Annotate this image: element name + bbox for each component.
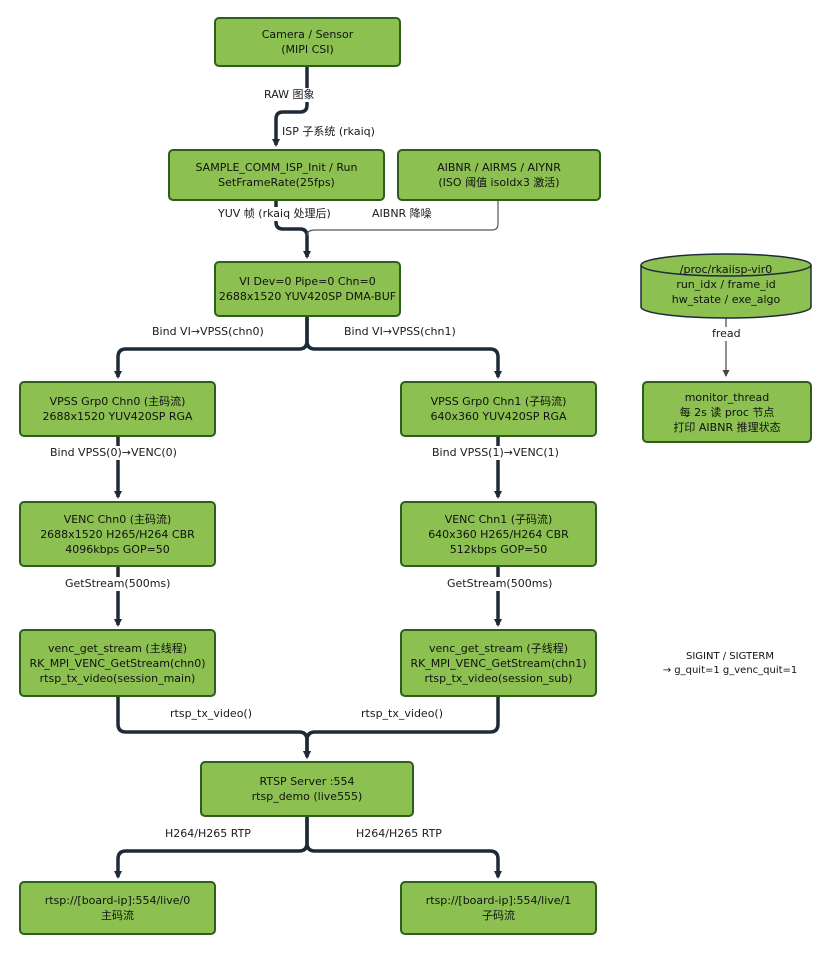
- edge-label-rtp-sub: H264/H265 RTP: [354, 827, 444, 841]
- edge-label-rtsp-tx-sub: rtsp_tx_video(): [359, 707, 446, 721]
- edge-label-rtp-main: H264/H265 RTP: [163, 827, 253, 841]
- edge-getstream1-rtsp: [303, 697, 500, 759]
- edge-rtsp-url0: [114, 817, 309, 879]
- edge-label-getstream-sub: GetStream(500ms): [445, 577, 555, 591]
- edge-label-rtsp-tx-main: rtsp_tx_video(): [168, 707, 255, 721]
- edge-label-aibnr-denoise: AIBNR 降噪: [370, 207, 434, 221]
- edge-vi-vpss1: [305, 317, 502, 379]
- aibnr-node: AIBNR / AIRMS / AIYNR (ISO 阈值 isoIdx3 激活…: [397, 149, 601, 201]
- edge-label-fread: fread: [710, 327, 743, 341]
- proc-file-label: /proc/rkaiisp-vir0 run_idx / frame_id hw…: [671, 263, 781, 306]
- edge-label-bind-vpss1: Bind VPSS(1)→VENC(1): [430, 446, 561, 460]
- venc-chn0-node: VENC Chn0 (主码流) 2688x1520 H265/H264 CBR …: [19, 501, 216, 567]
- edge-rtsp-url1: [305, 817, 502, 879]
- edge-label-bind-vpss0: Bind VPSS(0)→VENC(0): [48, 446, 179, 460]
- signal-note: SIGINT / SIGTERM → g_quit=1 g_venc_quit=…: [662, 651, 798, 676]
- edge-label-isp-subsystem: ISP 子系统 (rkaiq): [280, 125, 377, 139]
- vpss-chn1-node: VPSS Grp0 Chn1 (子码流) 640x360 YUV420SP RG…: [400, 381, 597, 437]
- edge-label-bind-vi-chn1: Bind VI→VPSS(chn1): [342, 325, 458, 339]
- get-stream-main-node: venc_get_stream (主线程) RK_MPI_VENC_GetStr…: [19, 629, 216, 697]
- rtsp-server-node: RTSP Server :554 rtsp_demo (live555): [200, 761, 414, 817]
- vpss-chn0-node: VPSS Grp0 Chn0 (主码流) 2688x1520 YUV420SP …: [19, 381, 216, 437]
- vi-node: VI Dev=0 Pipe=0 Chn=0 2688x1520 YUV420SP…: [214, 261, 401, 317]
- edge-label-raw: RAW 图象: [262, 88, 317, 102]
- rtsp-url-sub-node: rtsp://[board-ip]:554/live/1 子码流: [400, 881, 597, 935]
- edge-getstream0-rtsp: [116, 697, 311, 759]
- venc-chn1-node: VENC Chn1 (子码流) 640x360 H265/H264 CBR 51…: [400, 501, 597, 567]
- proc-file-cylinder: [640, 253, 812, 319]
- get-stream-sub-node: venc_get_stream (子线程) RK_MPI_VENC_GetStr…: [400, 629, 597, 697]
- isp-init-node: SAMPLE_COMM_ISP_Init / Run SetFrameRate(…: [168, 149, 385, 201]
- edge-aibnr-vi: [306, 201, 499, 237]
- edge-isp-vi: [274, 201, 311, 259]
- edge-label-getstream-main: GetStream(500ms): [63, 577, 173, 591]
- monitor-thread-node: monitor_thread 每 2s 读 proc 节点 打印 AIBNR 推…: [642, 381, 812, 443]
- edge-camera-isp: [272, 67, 309, 147]
- edge-label-yuv: YUV 帧 (rkaiq 处理后): [216, 207, 333, 221]
- camera-sensor-node: Camera / Sensor (MIPI CSI): [214, 17, 401, 67]
- rtsp-url-main-node: rtsp://[board-ip]:554/live/0 主码流: [19, 881, 216, 935]
- edge-label-bind-vi-chn0: Bind VI→VPSS(chn0): [150, 325, 266, 339]
